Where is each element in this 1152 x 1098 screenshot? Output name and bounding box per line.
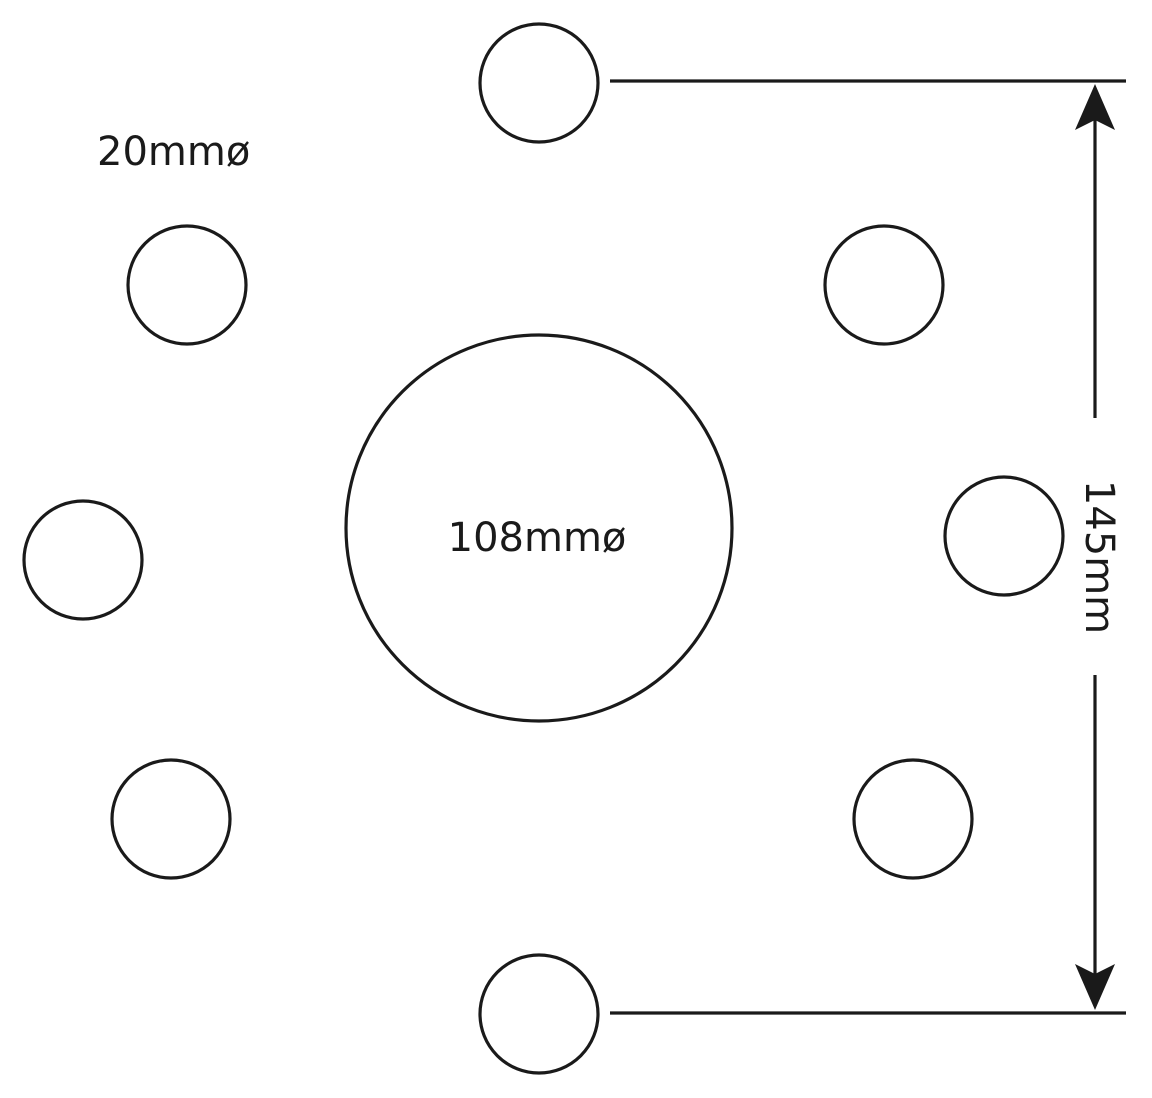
center-bore <box>344 333 734 723</box>
bolt-hole-lower-right <box>852 758 974 880</box>
bolt-hole-left <box>22 499 144 621</box>
bolt-hole-bottom <box>478 953 600 1075</box>
bolt-hole-lower-left <box>110 758 232 880</box>
arrowhead-up <box>1075 84 1115 130</box>
bolt-hole-upper-left <box>126 224 248 346</box>
bolt-hole-upper-right <box>823 224 945 346</box>
bolt-hole-top <box>478 22 600 144</box>
arrowhead-down <box>1075 964 1115 1010</box>
hole-diameter-label: 20mmø <box>97 129 250 175</box>
center-bore-label: 108mmø <box>448 515 627 561</box>
pcd-dimension-label: 145mm <box>1076 480 1122 634</box>
bolt-hole-right <box>943 475 1065 597</box>
